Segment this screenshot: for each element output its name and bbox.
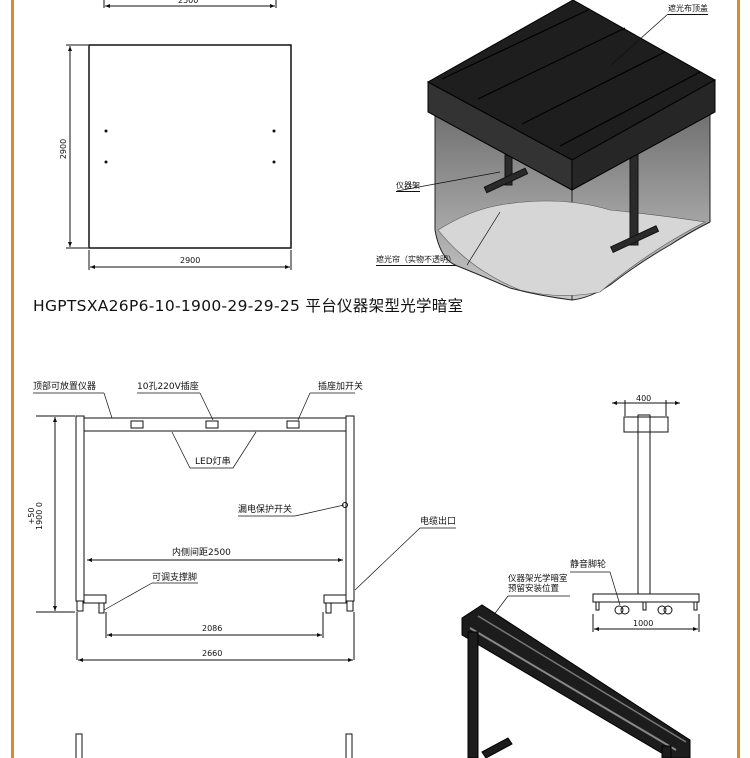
adjustable-feet-label: 可调支撑脚: [152, 573, 198, 583]
mount-label-line1: 仪器架光学暗室: [508, 574, 568, 584]
mount-label-line2: 预留安装位置: [508, 584, 560, 594]
plan-bottom-dim: 2900: [180, 256, 201, 265]
inner-distance-label: 内侧间距2500: [172, 548, 231, 558]
cable-outlet-label: 电缆出口: [420, 517, 457, 527]
switch-socket-label: 插座加开关: [318, 382, 364, 392]
caster-label: 静音脚轮: [570, 560, 607, 570]
mount-position-label: 仪器架光学暗室 预留安装位置: [508, 574, 568, 594]
socket-label: 10孔220V插座: [137, 382, 199, 392]
plan-side-dim: 2900: [59, 138, 69, 160]
overall-width-dim: 2660: [202, 649, 223, 658]
front-view-frame: [33, 392, 456, 662]
leakage-switch-label: 漏电保护开关: [238, 505, 293, 515]
plan-top-dim: 2500: [178, 0, 199, 5]
curtain-label: 遮光帘（实物不透明）: [376, 255, 456, 266]
right-border-accent: [737, 0, 740, 758]
top-instrument-label: 顶部可放置仪器: [33, 382, 97, 392]
side-top-dim: 400: [636, 394, 652, 403]
led-label: LED灯串: [195, 457, 231, 467]
isometric-darkroom: [396, 0, 717, 301]
height-value: 1900: [35, 509, 44, 530]
bottom-partial-view: [75, 733, 353, 758]
rack-label: 仪器架: [396, 181, 420, 192]
product-title: HGPTSXA26P6-10-1900-29-29-25 平台仪器架型光学暗室: [33, 297, 464, 315]
height-tol-minus: 0: [35, 502, 44, 508]
side-view-frame: [489, 400, 700, 632]
plan-view: [66, 0, 292, 270]
feet-span-dim: 2086: [202, 624, 223, 633]
left-border-accent: [11, 0, 14, 758]
isometric-frame: [461, 604, 691, 758]
side-base-dim: 1000: [633, 619, 654, 628]
roof-cover-label: 遮光布顶盖: [668, 4, 708, 15]
height-dim: +50 1900 0: [27, 502, 44, 530]
